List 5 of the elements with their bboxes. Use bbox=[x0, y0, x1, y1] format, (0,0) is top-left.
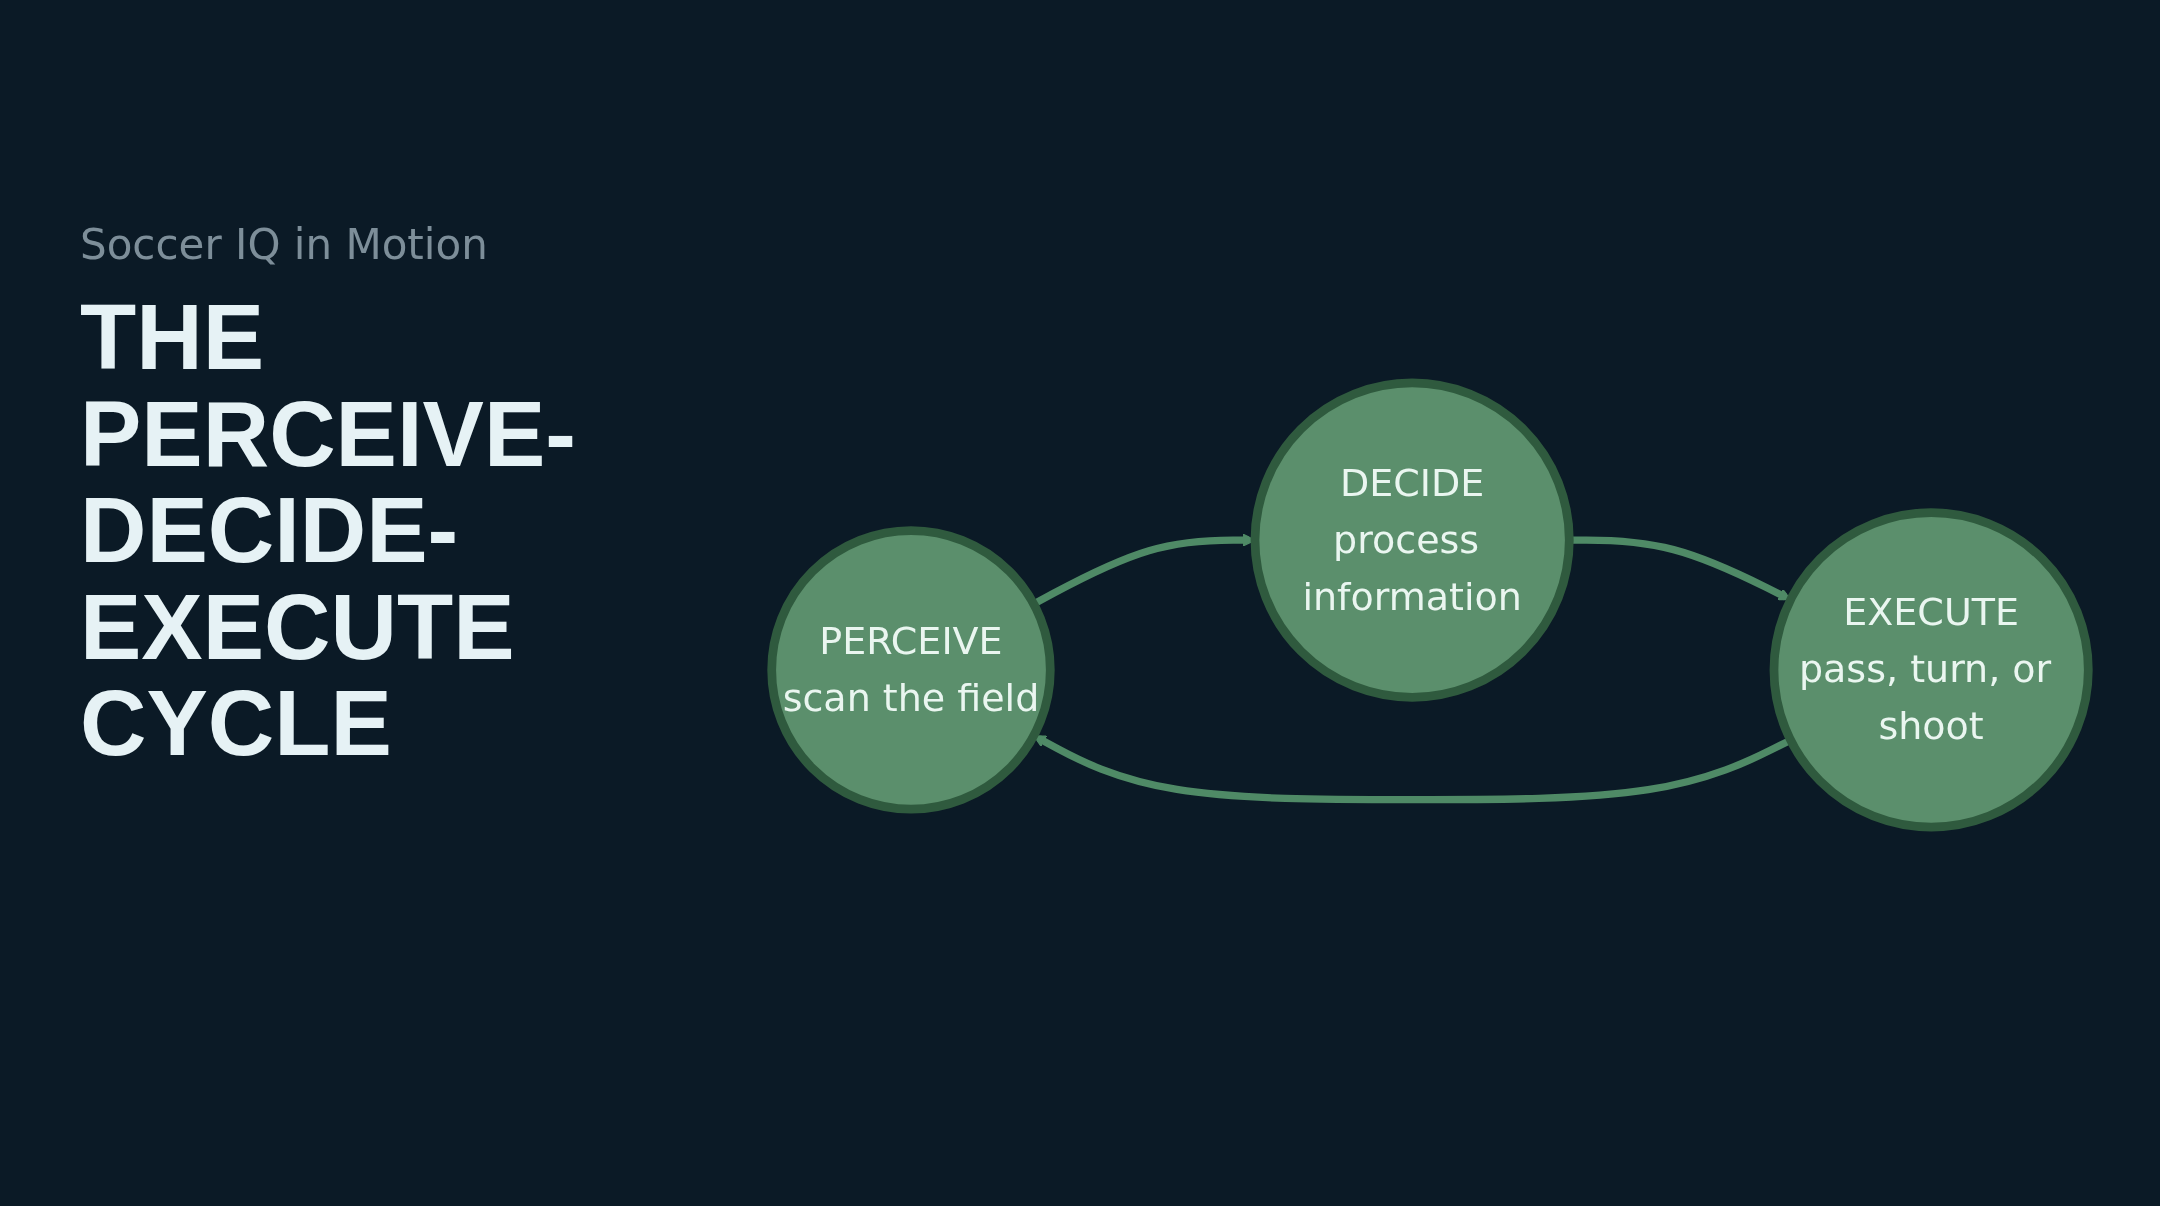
node-circle: DECIDE process information bbox=[1250, 378, 1574, 702]
node-circle: PERCEIVE scan the field bbox=[767, 526, 1055, 814]
subtitle: Soccer IQ in Motion bbox=[80, 220, 489, 269]
title: THE PERCEIVE-DECIDE-EXECUTE CYCLE bbox=[80, 289, 577, 772]
node-circle: EXECUTE pass, turn, or shoot bbox=[1769, 508, 2093, 832]
